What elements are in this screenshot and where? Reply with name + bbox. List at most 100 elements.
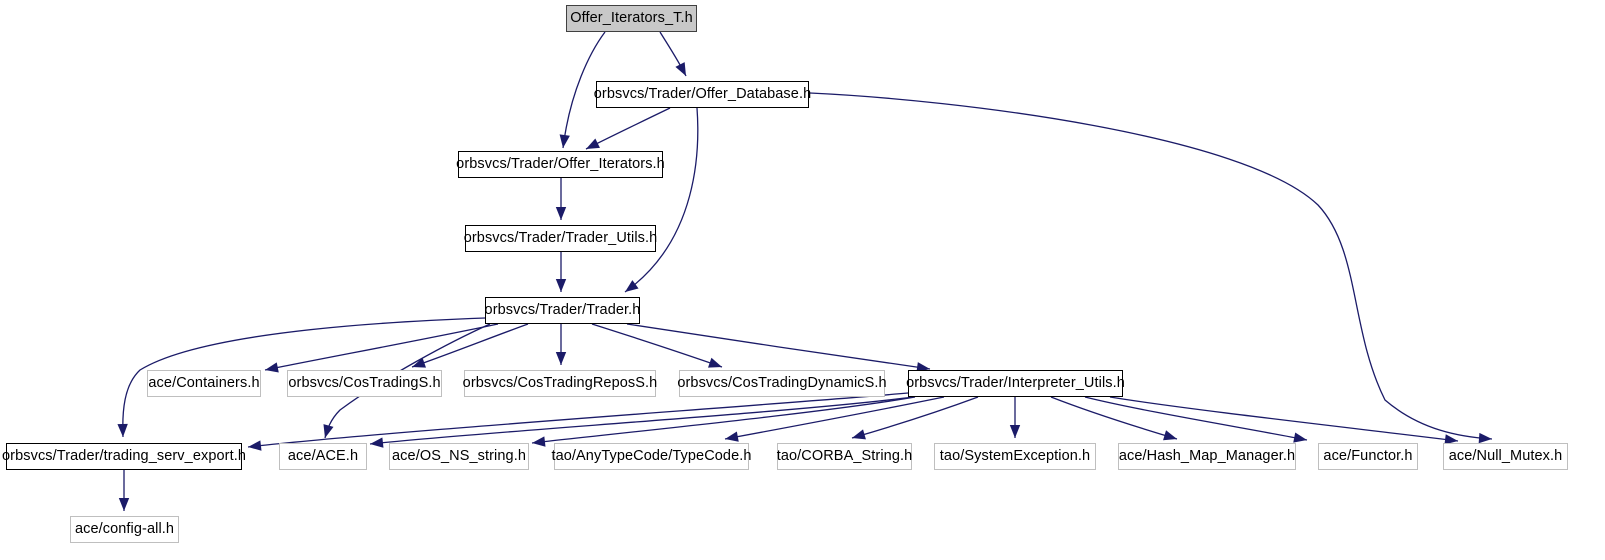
- edge-offer_database-to-trader: [624, 107, 699, 293]
- edge-arrowhead: [559, 134, 570, 148]
- edge-arrowhead: [323, 424, 334, 438]
- node-label: orbsvcs/Trader/Interpreter_Utils.h: [906, 375, 1125, 392]
- edge-arrowhead: [1293, 432, 1307, 443]
- node-ace_hash_map_manager[interactable]: ace/Hash_Map_Manager.h: [1118, 443, 1296, 470]
- edge-arrowhead: [708, 357, 722, 368]
- edge-line: [264, 323, 499, 371]
- edge-arrowhead: [1478, 432, 1492, 444]
- edge-trader-to-cos_trading_s: [411, 323, 529, 368]
- edge-line: [585, 107, 671, 150]
- edge-offer_iterators_t-to-offer_database: [659, 31, 687, 77]
- edge-arrowhead: [1009, 425, 1021, 438]
- node-label: orbsvcs/CosTradingS.h: [288, 375, 441, 392]
- node-tao_system_exception[interactable]: tao/SystemException.h: [934, 443, 1096, 470]
- node-label: ace/Hash_Map_Manager.h: [1118, 448, 1296, 465]
- edge-line: [626, 323, 931, 370]
- edge-arrowhead: [117, 423, 128, 437]
- edge-interpreter_utils-to-tao_corba_string: [851, 396, 979, 440]
- edge-line: [531, 396, 916, 444]
- node-interpreter_utils[interactable]: orbsvcs/Trader/Interpreter_Utils.h: [906, 370, 1125, 397]
- edge-arrowhead: [555, 207, 567, 220]
- node-ace_ace[interactable]: ace/ACE.h: [279, 443, 367, 470]
- edge-line: [1050, 396, 1178, 440]
- edge-arrowhead: [725, 431, 739, 442]
- edge-interpreter_utils-to-ace_os_ns_string: [531, 396, 916, 447]
- node-label: tao/AnyTypeCode/TypeCode.h: [551, 448, 752, 465]
- edge-arrowhead: [586, 138, 600, 149]
- edge-arrowhead: [916, 362, 930, 373]
- node-label: orbsvcs/CosTradingDynamicS.h: [677, 375, 887, 392]
- node-tao_corba_string[interactable]: tao/CORBA_String.h: [777, 443, 912, 470]
- edge-arrowhead: [852, 429, 866, 440]
- node-offer_iterators_t[interactable]: Offer_Iterators_T.h: [566, 5, 697, 32]
- edge-interpreter_utils-to-ace_null_mutex: [1109, 396, 1459, 445]
- node-trading_serv_export[interactable]: orbsvcs/Trader/trading_serv_export.h: [2, 443, 246, 470]
- edge-line: [122, 317, 486, 438]
- node-ace_functor[interactable]: ace/Functor.h: [1318, 443, 1418, 470]
- node-trader[interactable]: orbsvcs/Trader/Trader.h: [485, 297, 640, 324]
- edge-line: [369, 396, 914, 445]
- edge-interpreter_utils-to-tao_typecode: [724, 396, 945, 442]
- edge-interpreter_utils-to-tao_system_exception: [1009, 397, 1021, 438]
- node-label: tao/CORBA_String.h: [776, 448, 913, 465]
- node-label: orbsvcs/Trader/Offer_Iterators.h: [456, 156, 665, 173]
- node-label: ace/config-all.h: [74, 521, 175, 538]
- edge-trading_serv_export-to-ace_config_all: [118, 470, 130, 511]
- node-label: orbsvcs/CosTradingReposS.h: [462, 375, 658, 392]
- edge-line: [591, 323, 723, 368]
- node-label: ace/OS_NS_string.h: [392, 448, 526, 465]
- node-cos_trading_s[interactable]: orbsvcs/CosTradingS.h: [287, 370, 442, 397]
- edge-interpreter_utils-to-ace_hash_map_manager: [1050, 396, 1178, 441]
- node-ace_os_ns_string[interactable]: ace/OS_NS_string.h: [389, 443, 529, 470]
- edge-offer_iterators_t-to-offer_iterators: [559, 31, 606, 149]
- node-label: orbsvcs/Trader/Trader_Utils.h: [463, 230, 658, 247]
- edge-interpreter_utils-to-ace_ace: [369, 396, 914, 448]
- node-trader_utils[interactable]: orbsvcs/Trader/Trader_Utils.h: [464, 225, 657, 252]
- node-label: ace/ACE.h: [287, 448, 359, 465]
- edge-arrowhead: [412, 357, 426, 368]
- edge-arrowhead: [118, 498, 130, 511]
- edge-interpreter_utils-to-ace_functor: [1084, 396, 1308, 443]
- edge-arrowhead: [555, 279, 567, 292]
- edge-line: [1084, 396, 1308, 441]
- edge-arrowhead: [532, 436, 546, 447]
- edge-offer_database-to-offer_iterators: [585, 107, 671, 150]
- node-offer_database[interactable]: orbsvcs/Trader/Offer_Database.h: [594, 81, 811, 108]
- edge-arrowhead: [675, 62, 686, 76]
- node-label: tao/SystemException.h: [939, 448, 1091, 465]
- edge-trader-to-cos_trading_repos_s: [555, 324, 567, 365]
- edge-line: [562, 31, 606, 149]
- edge-line: [851, 396, 979, 439]
- edge-arrowhead: [625, 280, 639, 292]
- edge-trader-to-interpreter_utils: [626, 323, 931, 373]
- edge-line: [411, 323, 529, 368]
- edge-offer_database-to-ace_null_mutex: [809, 92, 1493, 444]
- edge-offer_iterators-to-trader_utils: [555, 178, 567, 220]
- edge-trader_utils-to-trader: [555, 252, 567, 292]
- edge-arrowhead: [555, 352, 567, 365]
- edge-arrowhead: [248, 440, 262, 451]
- node-label: ace/Null_Mutex.h: [1448, 448, 1563, 465]
- node-label: orbsvcs/Trader/Trader.h: [484, 302, 641, 319]
- edge-line: [247, 392, 909, 448]
- edge-arrowhead: [1444, 434, 1458, 445]
- node-cos_trading_dynamic_s[interactable]: orbsvcs/CosTradingDynamicS.h: [677, 370, 887, 397]
- node-label: orbsvcs/Trader/Offer_Database.h: [593, 86, 812, 103]
- edge-trader-to-ace_containers: [264, 323, 499, 373]
- edge-line: [724, 396, 945, 440]
- node-ace_null_mutex[interactable]: ace/Null_Mutex.h: [1443, 443, 1568, 470]
- node-ace_config_all[interactable]: ace/config-all.h: [70, 516, 179, 543]
- node-label: ace/Functor.h: [1323, 448, 1413, 465]
- edge-trader-to-cos_trading_dynamic_s: [591, 323, 723, 368]
- node-tao_typecode[interactable]: tao/AnyTypeCode/TypeCode.h: [551, 443, 751, 470]
- edge-line: [624, 107, 699, 293]
- node-label: Offer_Iterators_T.h: [570, 10, 693, 27]
- edge-arrowhead: [265, 362, 279, 373]
- edge-line: [1109, 396, 1459, 442]
- node-cos_trading_repos_s[interactable]: orbsvcs/CosTradingReposS.h: [463, 370, 657, 397]
- node-offer_iterators[interactable]: orbsvcs/Trader/Offer_Iterators.h: [456, 151, 665, 178]
- node-label: ace/Containers.h: [148, 375, 260, 392]
- node-ace_containers[interactable]: ace/Containers.h: [147, 370, 261, 397]
- edge-line: [809, 92, 1493, 440]
